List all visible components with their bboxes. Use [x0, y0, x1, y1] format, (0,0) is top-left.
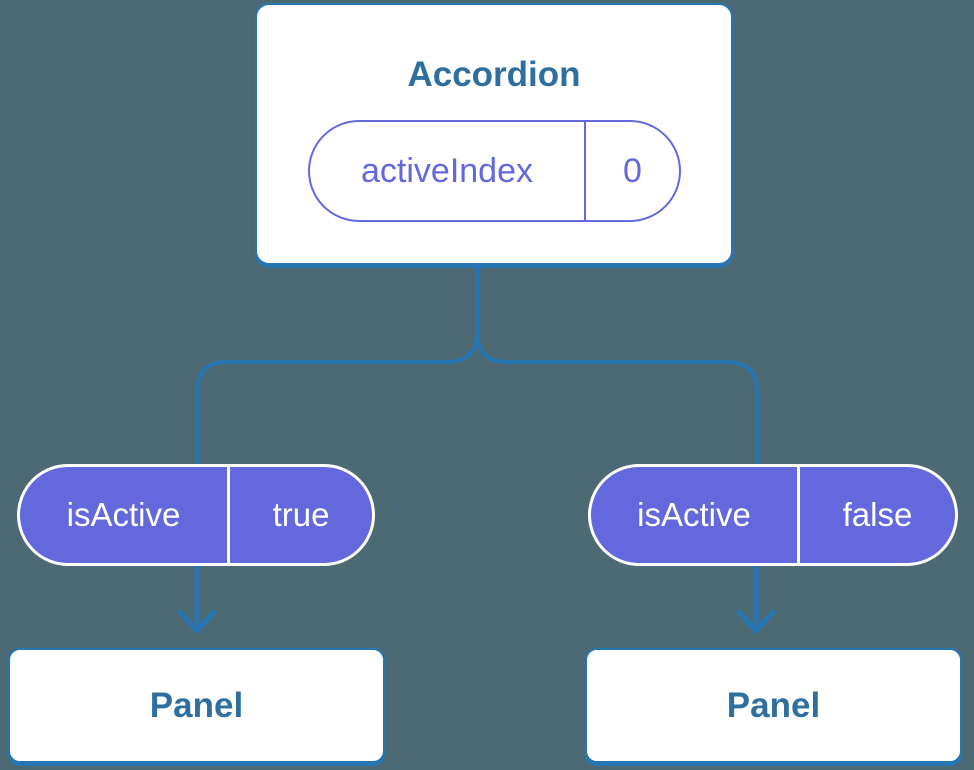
- branch-right-line: [475, 263, 759, 466]
- branch-left-line: [195, 263, 479, 466]
- accordion-card: Accordion activeIndex 0: [255, 3, 733, 265]
- state-pill-right: isActive false: [588, 464, 958, 566]
- state-name-label-right: isActive: [591, 467, 800, 563]
- arrow-left-head-icon: [177, 609, 217, 634]
- state-value-label-right: false: [842, 496, 913, 533]
- state-name-label-left: isActive: [20, 467, 230, 563]
- panel-label-left: Panel: [149, 685, 244, 725]
- panel-left: Panel: [8, 648, 385, 763]
- arrow-right-head-icon: [736, 609, 776, 634]
- state-value-label-left: true: [272, 496, 330, 533]
- state-pill-left: isActive true: [17, 464, 375, 566]
- panel-right: Panel: [585, 648, 962, 763]
- accordion-title: Accordion: [407, 55, 581, 94]
- active-index-pill: activeIndex 0: [308, 120, 681, 222]
- prop-value-label: 0: [623, 151, 642, 190]
- prop-name-label: activeIndex: [310, 122, 586, 220]
- panel-label-right: Panel: [726, 685, 821, 725]
